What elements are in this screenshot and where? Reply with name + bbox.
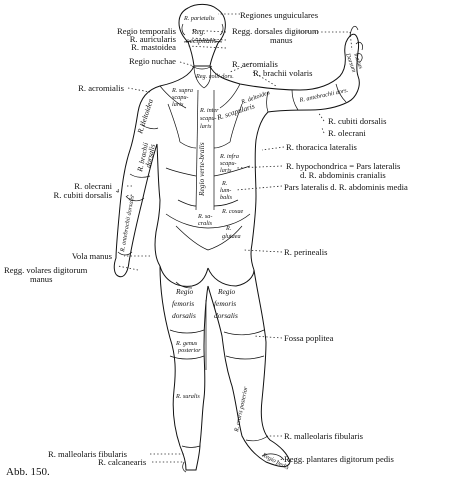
label-r-olecrani-right: R. olecrani: [328, 128, 366, 138]
label-r-cubiti-dorsalis-right: R. cubiti dorsalis: [328, 116, 387, 126]
label-r-hypochondrica-1: R. hypochondrica = Pars lateralis: [286, 161, 401, 171]
region-r-suprascapularis-2: scapu-: [172, 94, 189, 101]
label-r-calcanearis: R. calcanearis: [98, 457, 147, 467]
label-regg-dorsales-digitorum-manus-1: Regg. dorsales digitorum: [232, 26, 319, 36]
region-boundaries: [117, 40, 347, 289]
region-regio-femoris-right-1: Regio: [217, 287, 236, 296]
region-reg-occipitalis-1: Reg.: [191, 27, 205, 36]
label-regg-dorsales-digitorum-manus-2: manus: [270, 35, 293, 45]
region-r-suprascapularis-1: R. supra: [171, 87, 193, 94]
region-r-infrascapularis-1: R. infra: [219, 153, 239, 160]
region-regio-femoris-right-2: femoris: [214, 299, 236, 308]
region-reg-colli-dors: Reg. colli dors.: [195, 73, 234, 80]
head-outline: [178, 3, 226, 67]
region-r-suprascapularis-3: laris: [172, 101, 184, 108]
region-r-coxae: R. coxae: [221, 208, 244, 215]
label-r-thoracica-lateralis: R. thoracica lateralis: [286, 142, 358, 152]
region-r-parietalis: R. parietalis: [183, 15, 215, 22]
region-reg-occipitalis-2: occipitalis: [186, 36, 217, 45]
label-r-malleolaris-fibularis-left: R. malleolaris fibularis: [48, 449, 128, 459]
region-r-suralis: R. suralis: [175, 393, 200, 400]
region-regio-femoris-left-3: dorsalis: [172, 311, 196, 320]
label-r-malleolaris-fibularis-right: R. malleolaris fibularis: [284, 431, 364, 441]
trunk-right-outline: [209, 33, 360, 271]
right-leg-outline: [207, 269, 291, 468]
label-regg-volares-digitorum-manus-1: Regg. volares digitorum: [4, 265, 88, 275]
left-leg-outline: [159, 265, 209, 471]
leader-lines: [117, 13, 353, 463]
outside-labels: Regiones unguiculares Regg. dorsales dig…: [4, 10, 408, 478]
region-r-infrascapularis-3: laris: [220, 167, 232, 174]
region-r-scapularis: R. scapularis: [215, 101, 256, 122]
region-r-cruris-posterior: R. cruris posterior: [233, 385, 250, 433]
label-regio-nuchae: Regio nuchae: [129, 56, 176, 66]
label-r-cubiti-dorsalis-left: R. cubiti dorsalis: [54, 190, 113, 200]
region-r-lumbalis-3: balis: [220, 194, 233, 201]
region-number-4: 4: [116, 188, 119, 195]
label-regiones-unguiculares: Regiones unguiculares: [240, 10, 319, 20]
region-r-genus-posterior-2: posterior: [177, 347, 201, 354]
region-r-sacralis-1: R. sa-: [197, 213, 212, 220]
label-regio-temporalis: Regio temporalis: [117, 26, 177, 36]
label-vola-manus: Vola manus: [72, 251, 113, 261]
label-r-olecrani-left: R. olecrani: [74, 181, 112, 191]
region-regio-vertebralis: Regio verte-bralis: [197, 142, 206, 197]
figure-caption: Abb. 150.: [6, 466, 50, 478]
region-r-lumbalis-2: lum-: [220, 187, 231, 194]
region-r-infrascapularis-2: scapu-: [220, 160, 237, 167]
label-r-acromialis-right: R. acromialis: [232, 59, 278, 69]
label-r-auricularis: R. auricularis: [130, 34, 177, 44]
region-r-glutaea-2: glutaea: [222, 233, 241, 240]
region-r-interscapularis-1: R. inter: [199, 107, 219, 114]
region-regio-femoris-left-1: Regio: [175, 287, 194, 296]
label-regg-plantares-digitorum-pedis: Regg. plantares digitorum pedis: [284, 454, 394, 464]
label-r-perinealis: R. perinealis: [284, 247, 328, 257]
label-r-brachii-volaris: R. brachii volaris: [253, 68, 313, 78]
region-regio-femoris-right-3: dorsalis: [214, 311, 238, 320]
region-r-deltoidea-left: R. deltoidea: [135, 98, 155, 136]
region-r-interscapularis-3: laris: [200, 123, 212, 130]
label-fossa-poplitea: Fossa poplitea: [284, 333, 334, 343]
label-r-hypochondrica-2: d. R. abdominis cranialis: [300, 170, 386, 180]
region-r-sacralis-2: cralis: [198, 220, 213, 227]
label-r-acromialis-left: R. acromialis: [78, 83, 124, 93]
trunk-left-outline: [113, 65, 195, 278]
label-pars-lateralis-abdominis-media: Pars lateralis d. R. abdominis media: [284, 182, 408, 192]
region-r-antebrachii-left: R. antebrachii dorsalis: [119, 195, 136, 254]
label-r-mastoidea: R. mastoidea: [131, 42, 176, 52]
region-regio-femoris-left-2: femoris: [172, 299, 194, 308]
body-outline: [113, 3, 363, 473]
region-r-interscapularis-2: scapu-: [200, 115, 217, 122]
region-labels: R. parietalis Reg. occipitalis Reg. coll…: [116, 15, 364, 472]
label-regg-volares-digitorum-manus-2: manus: [30, 274, 53, 284]
region-r-genus-posterior-1: R. genus: [175, 340, 198, 347]
region-r-lumbalis-1: R.: [221, 180, 227, 187]
region-r-glutaea-1: R.: [225, 225, 231, 232]
